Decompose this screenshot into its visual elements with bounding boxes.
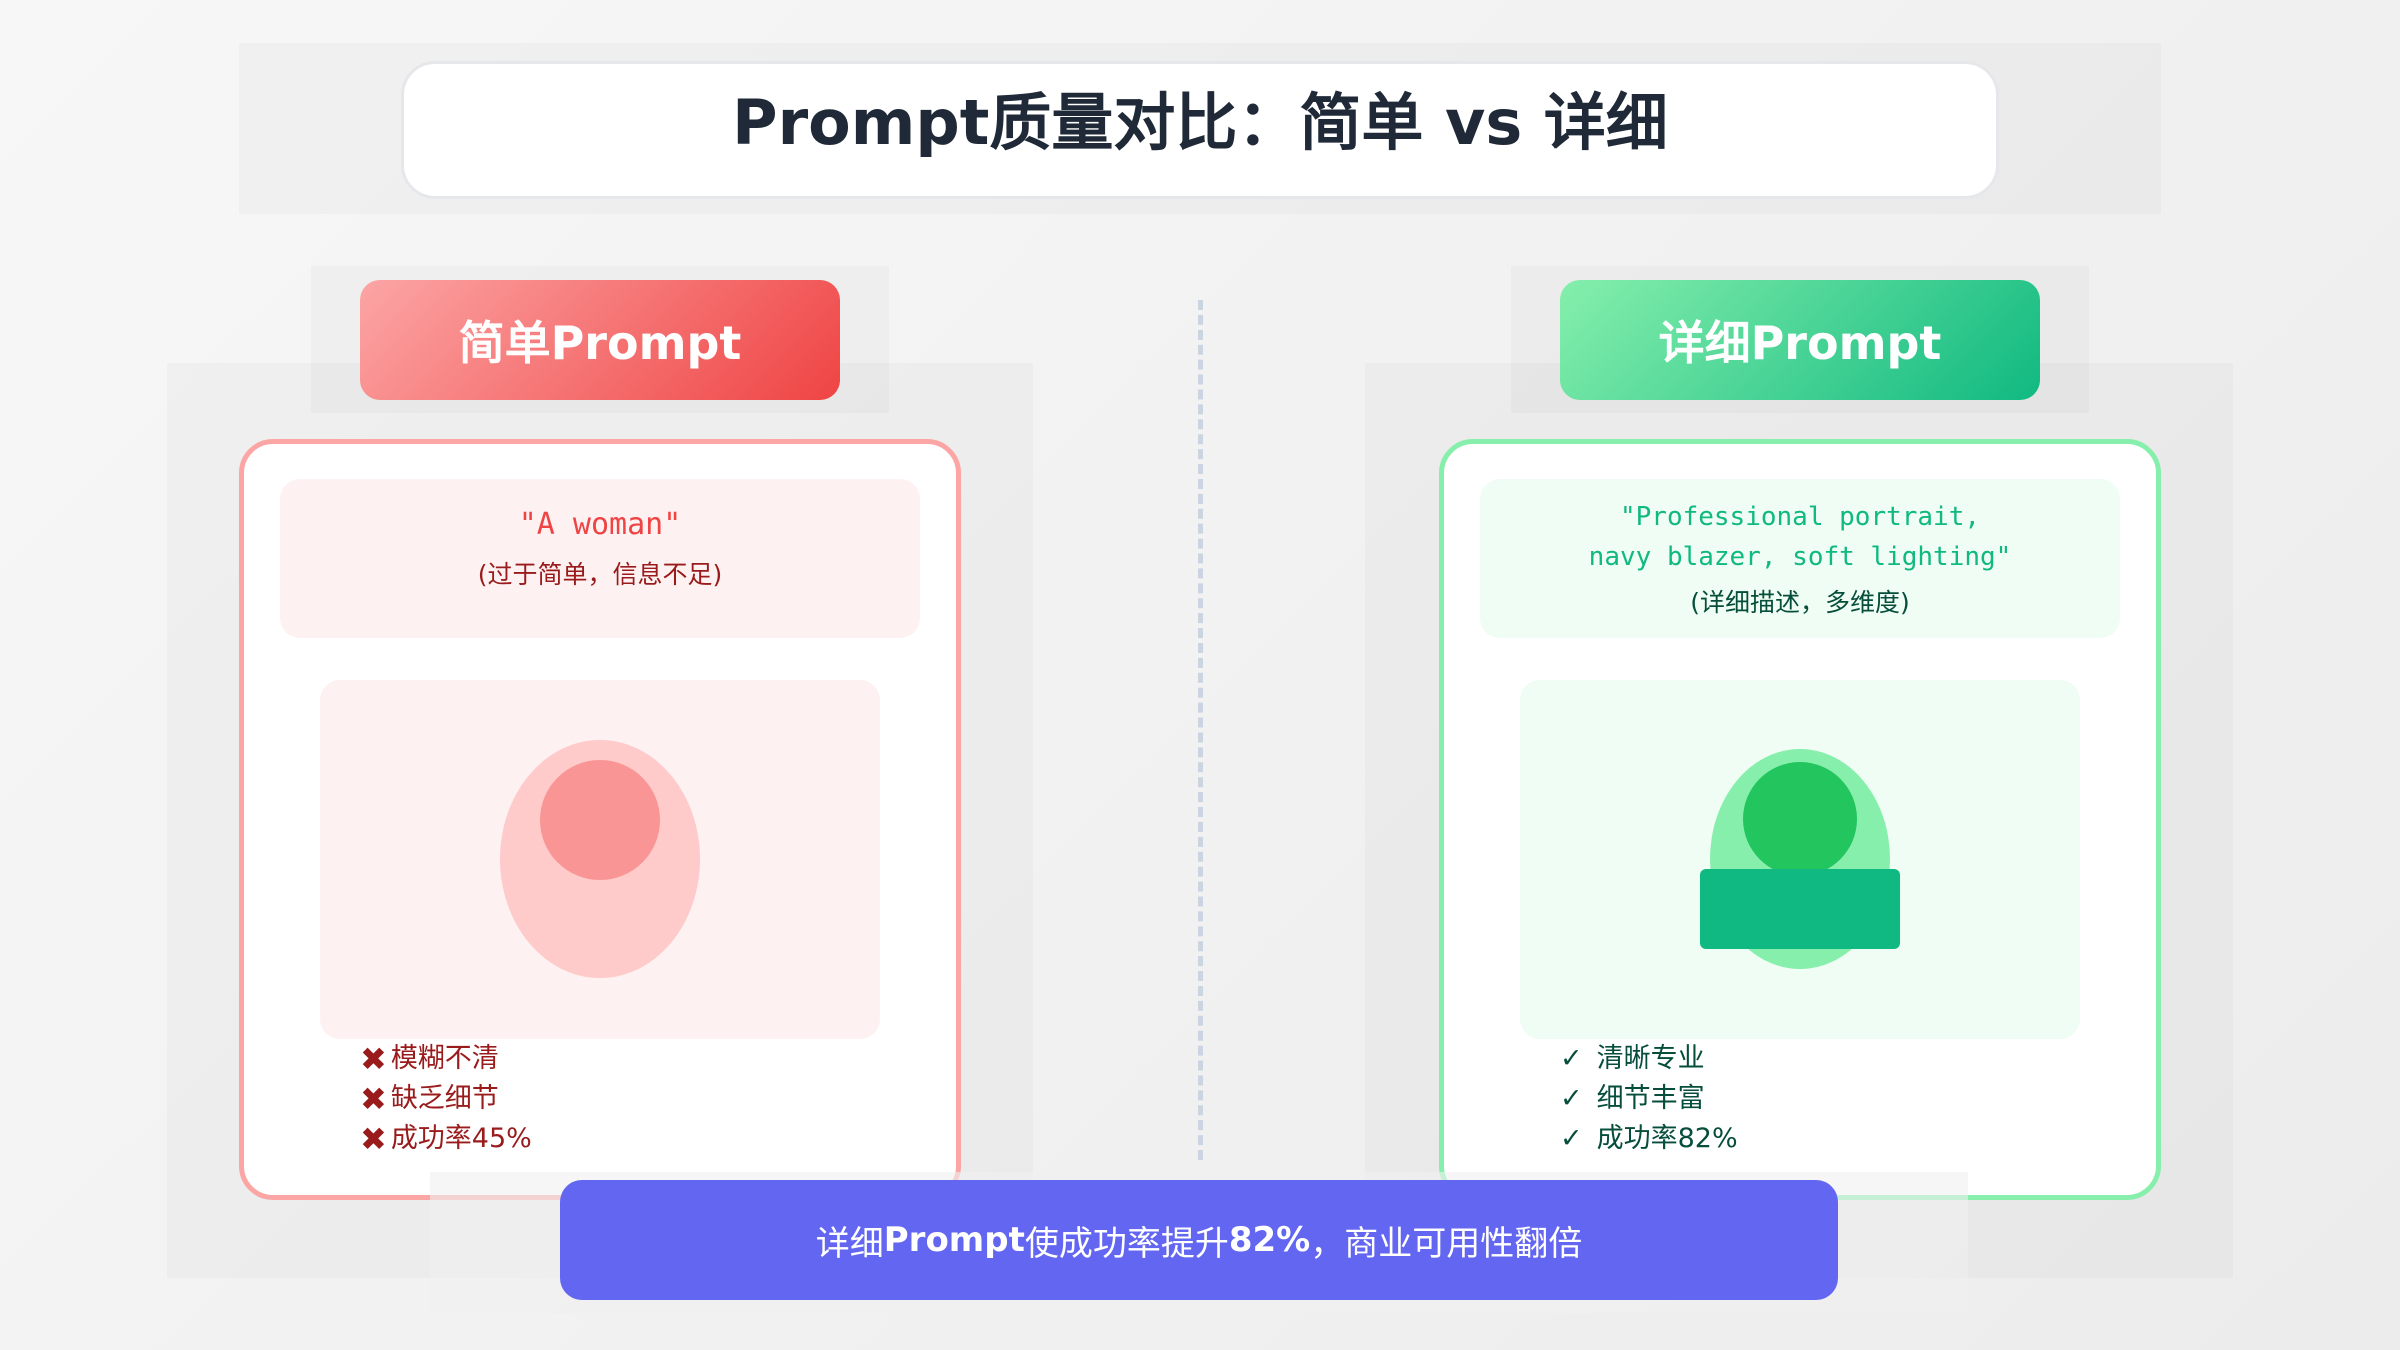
list-item: ✖成功率45% (360, 1122, 532, 1156)
banner-highlight: 82% (1228, 1220, 1311, 1260)
x-icon: ✖ (360, 1120, 387, 1158)
banner-text: 使成功率提升 (1024, 1223, 1229, 1264)
x-icon: ✖ (360, 1040, 387, 1078)
detailed-prompt-header-label: 详细Prompt (1658, 316, 1942, 370)
list-item: ✓ 成功率82% (1560, 1122, 1738, 1156)
page-title: Prompt质量对比：简单 vs 详细 (732, 86, 1668, 159)
prompt-box: "A woman" (过于简单，信息不足) (280, 479, 920, 638)
simple-prompt-card: "A woman" (过于简单，信息不足) ✖模糊不清 ✖缺乏细节 ✖成功率45… (239, 439, 961, 1200)
simple-prompt-header-label: 简单Prompt (458, 316, 742, 370)
prompt-text-line2: navy blazer, soft lighting" (1588, 542, 2012, 572)
simple-prompt-header: 简单Prompt (360, 280, 840, 400)
list-item-label: 细节丰富 (1596, 1083, 1705, 1114)
blurry-portrait-icon (500, 740, 700, 978)
divider (1198, 300, 1203, 1160)
prompt-note: (详细描述，多维度) (1690, 588, 1910, 617)
list-item-label: 模糊不清 (390, 1043, 499, 1074)
list-item: ✓ 清晰专业 (1560, 1042, 1705, 1076)
prompt-box: "Professional portrait, navy blazer, sof… (1480, 479, 2120, 638)
title-box: Prompt质量对比：简单 vs 详细 (401, 61, 1999, 199)
list-item-label: 缺乏细节 (390, 1083, 499, 1114)
list-item-label: 成功率82% (1596, 1123, 1738, 1154)
detailed-prompt-card: "Professional portrait, navy blazer, sof… (1439, 439, 2161, 1200)
result-preview (1520, 680, 2080, 1039)
list-item-label: 清晰专业 (1596, 1043, 1705, 1074)
detailed-prompt-header: 详细Prompt (1560, 280, 2040, 400)
prompt-text-line1: "Professional portrait, (1619, 502, 1981, 532)
list-item: ✓ 细节丰富 (1560, 1082, 1705, 1116)
prompt-note: (过于简单，信息不足) (477, 560, 723, 589)
banner-text-bold: Prompt (883, 1220, 1025, 1260)
professional-portrait-icon (1700, 749, 1900, 969)
list-item: ✖缺乏细节 (360, 1082, 499, 1116)
list-item-label: 成功率45% (390, 1123, 532, 1154)
check-icon: ✓ (1560, 1123, 1583, 1154)
list-item: ✖模糊不清 (360, 1042, 499, 1076)
prompt-text: "A woman" (518, 507, 682, 542)
banner-text: 详细 (815, 1223, 884, 1264)
check-icon: ✓ (1560, 1043, 1583, 1074)
check-icon: ✓ (1560, 1083, 1583, 1114)
banner-text: ，商业可用性翻倍 (1310, 1223, 1583, 1264)
x-icon: ✖ (360, 1080, 387, 1118)
result-preview (320, 680, 880, 1039)
